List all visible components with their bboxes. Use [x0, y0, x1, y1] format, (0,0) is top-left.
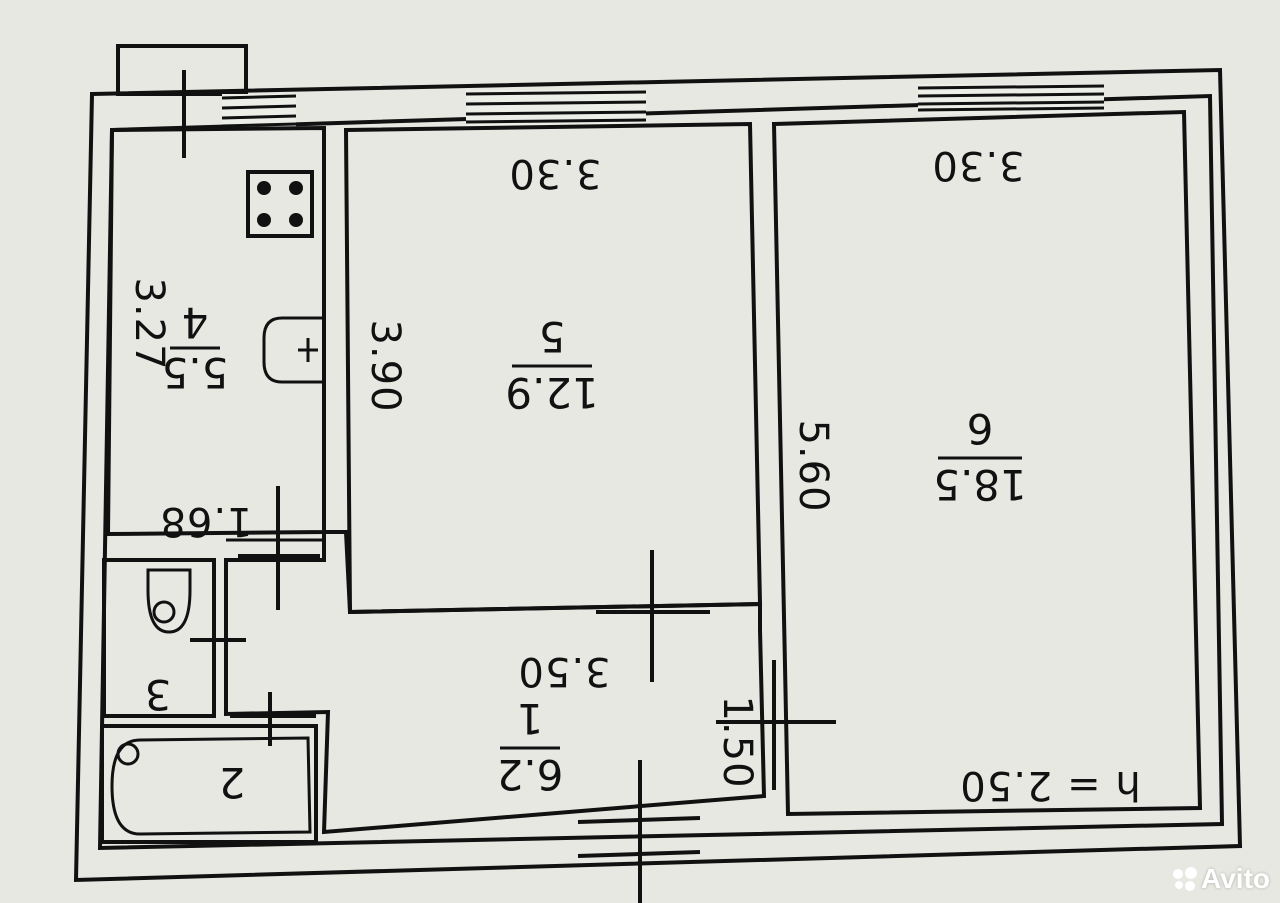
- dim-kitchen-length: 3.27: [126, 277, 172, 370]
- room-label-hall: 6.2 1: [497, 694, 564, 799]
- room-label-bath: 2: [219, 758, 246, 807]
- window-room-5: [465, 90, 647, 126]
- dim-room6-width: 3.30: [931, 142, 1024, 188]
- dim-hall-length: 3.50: [517, 648, 610, 694]
- room-area: 5.5: [162, 348, 229, 397]
- dim-kitchen-width: 1.68: [159, 498, 252, 544]
- room-label-5: 12.9 5: [505, 312, 599, 417]
- watermark-text: Avito: [1201, 863, 1270, 894]
- room-number: 1: [517, 694, 544, 743]
- stove-icon: [246, 170, 314, 238]
- room-area: 12.9: [505, 368, 599, 417]
- bathtub-icon: [110, 736, 312, 836]
- watermark: Avito: [1173, 863, 1270, 895]
- room-number: 4: [182, 298, 209, 347]
- room-label-kitchen: 5.5 4: [162, 298, 229, 397]
- dim-hall-width: 1.50: [714, 695, 760, 788]
- hall-outline: [224, 530, 767, 835]
- room-label-wc: 3: [145, 670, 172, 719]
- window-room-6: [917, 84, 1105, 114]
- dim-room5-length: 3.90: [362, 319, 408, 412]
- room-area: 6.2: [497, 750, 564, 799]
- avito-logo-icon: [1173, 867, 1198, 891]
- room-area: 18.5: [933, 460, 1027, 509]
- room-number: 5: [539, 312, 566, 361]
- height-note: h = 2.50: [959, 762, 1140, 808]
- sink-icon: [262, 316, 322, 384]
- window-kitchen: [221, 94, 297, 130]
- room-label-6: 18.5 6: [933, 404, 1027, 509]
- toilet-icon: [146, 568, 192, 634]
- room-number: 6: [967, 404, 994, 453]
- door-marks: [190, 486, 836, 903]
- outer-wall: [73, 67, 1243, 883]
- dim-room6-length: 5.60: [790, 419, 836, 512]
- room-6-outline: [771, 109, 1203, 817]
- bath-outline: [100, 724, 318, 844]
- dim-room5-width: 3.30: [508, 150, 601, 196]
